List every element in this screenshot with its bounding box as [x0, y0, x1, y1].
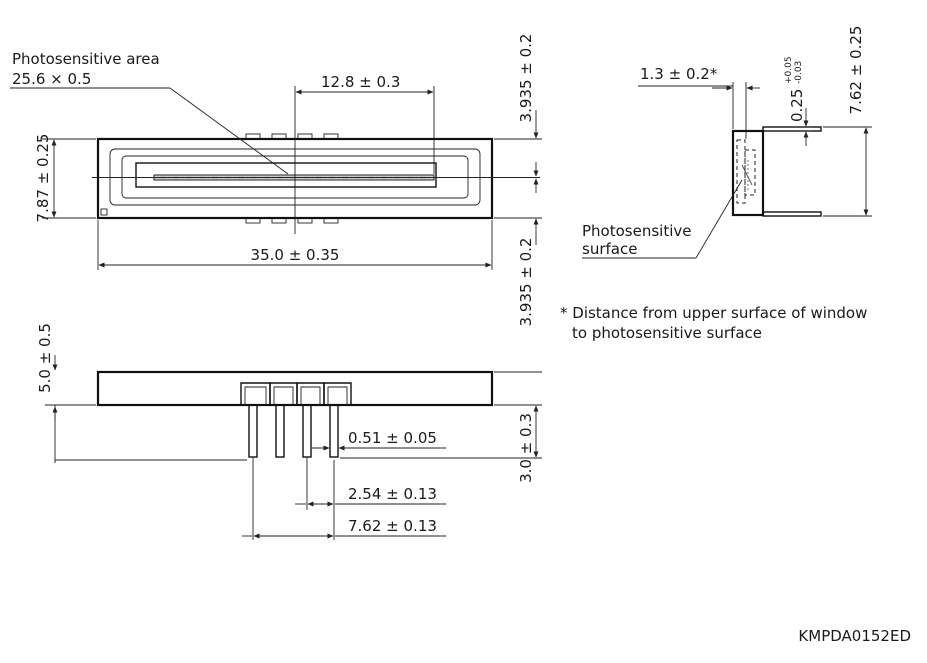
footnote-line2: to photosensitive surface	[572, 324, 762, 342]
lead-offset-upper-dim: 3.935 ± 0.2	[517, 34, 535, 123]
package-body-front	[96, 370, 494, 407]
lead-width-dim: 0.51 ± 0.05	[348, 429, 437, 447]
half-length-dim: 12.8 ± 0.3	[321, 73, 400, 91]
lead-1	[240, 382, 271, 458]
lead-thickness-base: 0.25	[788, 89, 806, 122]
footnote-line1: * Distance from upper surface of window	[560, 304, 867, 322]
length-dim: 35.0 ± 0.35	[251, 246, 340, 264]
index-mark	[100, 208, 108, 216]
lead-2	[269, 382, 298, 458]
photosensitive-area-size: 25.6 × 0.5	[12, 70, 91, 88]
drawing-code: KMPDA0152ED	[798, 627, 911, 645]
lead-4	[323, 382, 352, 458]
height-dim: 7.87 ± 0.25	[34, 134, 52, 223]
lead-thickness-minus: -0.03	[794, 61, 804, 84]
window-depth-dim: 1.3 ± 0.2*	[640, 65, 718, 83]
pitch-dim: 2.54 ± 0.13	[348, 485, 437, 503]
lead-offset-lower-dim: 3.935 ± 0.2	[517, 238, 535, 327]
surface-label-line1: Photosensitive	[582, 222, 691, 240]
pitch-total-dim: 7.62 ± 0.13	[348, 517, 437, 535]
lead-thickness-plus: +0.05	[784, 56, 794, 84]
package-body-side	[731, 129, 765, 217]
body-height-dim: 5.0 ± 0.5	[36, 323, 54, 393]
front-view: 5.0 ± 0.5 3.0 ± 0.3 0.51 ± 0.05 2.54 ± 0…	[36, 323, 542, 540]
lead-length-dim: 3.0 ± 0.3	[517, 413, 535, 483]
side-view: 1.3 ± 0.2* 0.25 +0.05 -0.03 7.62 ± 0.25 …	[582, 26, 872, 259]
lead-3	[296, 382, 325, 458]
photosensitive-area-title: Photosensitive area	[12, 50, 160, 68]
surface-label-line2: surface	[582, 240, 637, 258]
top-view: Photosensitive area 25.6 × 0.5 12.8 ± 0.…	[10, 34, 542, 327]
footnote: * Distance from upper surface of window …	[560, 304, 867, 342]
lead-span-dim: 7.62 ± 0.25	[847, 26, 865, 115]
